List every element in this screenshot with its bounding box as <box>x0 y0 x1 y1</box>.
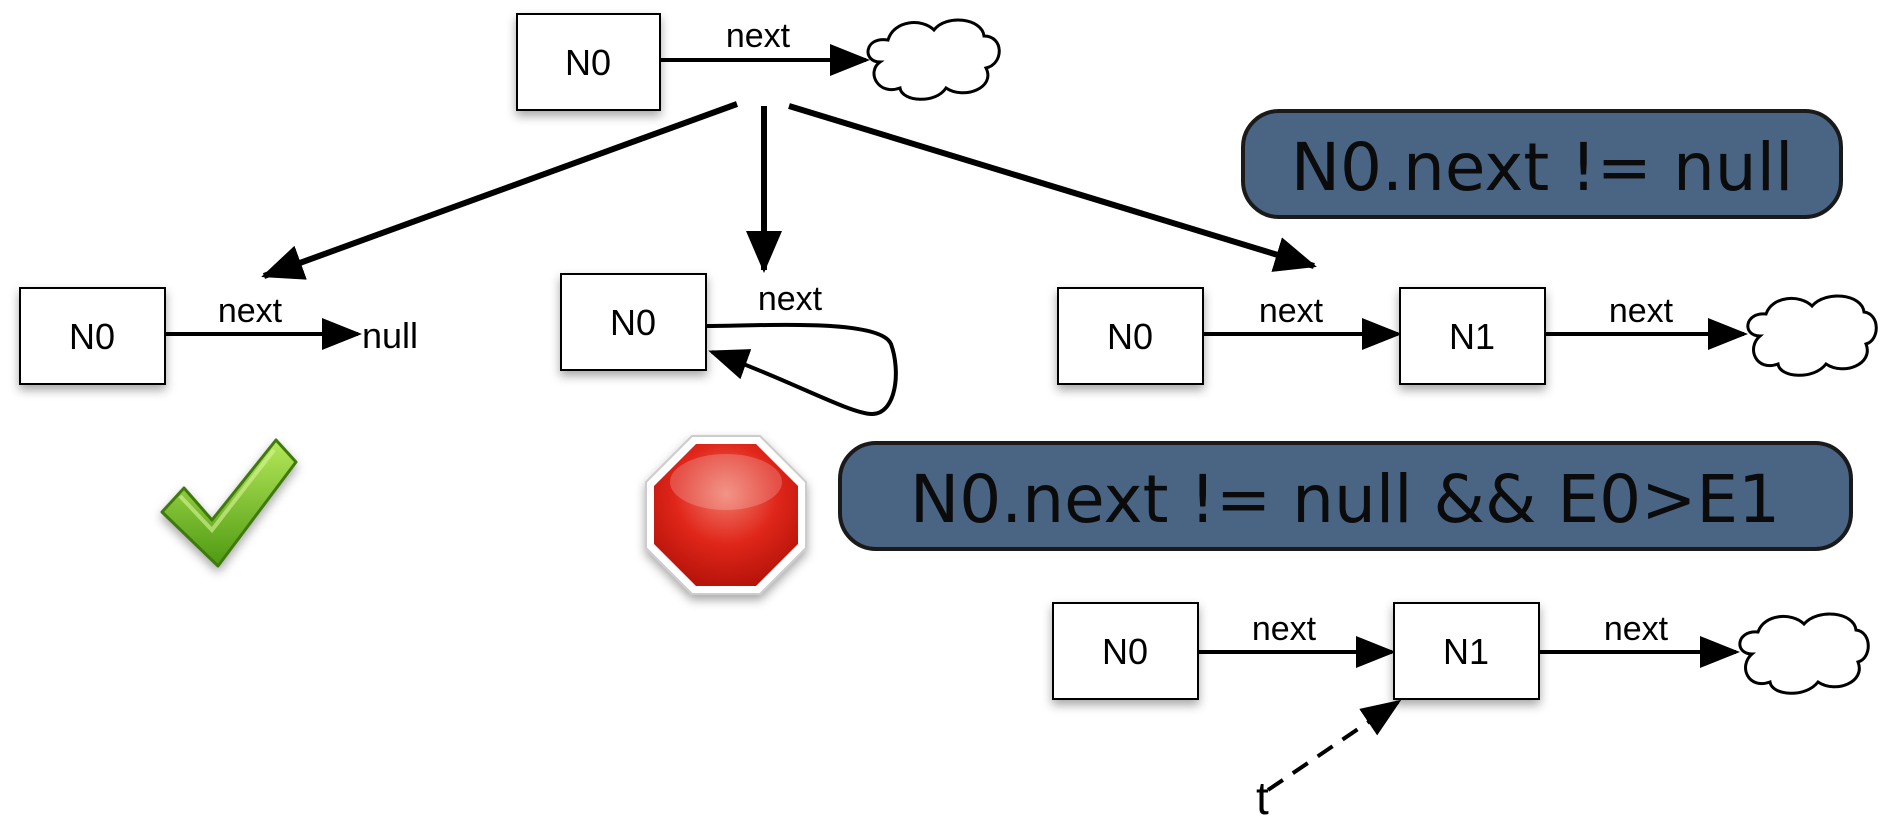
case-self-group: N0 next <box>560 273 898 417</box>
case-t-group: N0 next N1 next t <box>1052 602 1870 818</box>
condition-2-badge: N0.next != null && E0>E1 <box>838 441 1853 551</box>
condition-1-badge: N0.next != null <box>1241 109 1843 219</box>
self-case-node-box <box>560 273 707 371</box>
chain-node1-box <box>1399 287 1546 385</box>
stop-sign-icon <box>645 435 807 595</box>
chain-next-label-0: next <box>1259 292 1324 330</box>
t-pointer-arrow <box>1266 699 1402 792</box>
checkmark-icon <box>160 438 298 568</box>
null-case-node-label: N0 <box>69 316 115 357</box>
self-loop-arrow <box>705 322 898 417</box>
root-node-box <box>516 13 661 111</box>
chain-node0-label: N0 <box>1107 316 1153 357</box>
condition-1-text: N0.next != null <box>1291 129 1794 206</box>
chain-next-label-1: next <box>1609 292 1674 330</box>
null-target-label: null <box>362 315 418 356</box>
t-cloud-icon <box>1738 612 1870 695</box>
case-null-group: N0 next null <box>19 287 418 385</box>
cloud-icon <box>866 18 1001 101</box>
null-case-node-box <box>19 287 166 385</box>
self-case-node-label: N0 <box>610 302 656 343</box>
chain-cloud-icon <box>1746 294 1878 377</box>
t-node0-box <box>1052 602 1199 700</box>
branch-arrow-left <box>261 101 739 280</box>
t-node1-label: N1 <box>1443 631 1489 672</box>
root-group: N0 next <box>516 13 1001 111</box>
branch-arrow-right <box>788 103 1317 272</box>
case-chain-group: N0 next N1 next <box>1057 287 1878 385</box>
root-node-label: N0 <box>565 42 611 83</box>
chain-node0-box <box>1057 287 1204 385</box>
self-case-next-label: next <box>758 280 823 318</box>
t-node0-label: N0 <box>1102 631 1148 672</box>
null-case-next-label: next <box>218 292 283 330</box>
condition-2-text: N0.next != null && E0>E1 <box>910 461 1780 538</box>
t-next-label-0: next <box>1252 610 1317 648</box>
root-next-label: next <box>726 17 791 55</box>
t-variable-label: t <box>1256 772 1269 818</box>
chain-node1-label: N1 <box>1449 316 1495 357</box>
t-next-label-1: next <box>1604 610 1669 648</box>
